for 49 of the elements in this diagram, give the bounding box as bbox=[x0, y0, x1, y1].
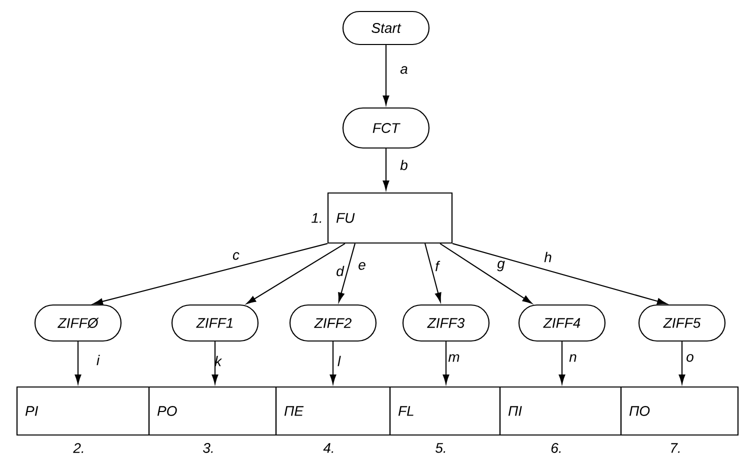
process-box: ПI bbox=[499, 386, 622, 436]
terminal-box: ZIFF3 bbox=[402, 304, 490, 342]
edge-label: m bbox=[448, 354, 460, 362]
step-number: 2. bbox=[73, 443, 84, 453]
arrow bbox=[558, 342, 566, 384]
process-box: FU bbox=[327, 192, 453, 244]
edge-label: c bbox=[232, 252, 240, 260]
edge-label: l bbox=[338, 356, 341, 366]
edge-label: a bbox=[400, 66, 408, 74]
edge-label: g bbox=[497, 260, 505, 272]
edge-label: b bbox=[400, 160, 408, 170]
edge-label: i bbox=[96, 354, 100, 366]
step-number: 6. bbox=[551, 443, 561, 453]
edge-label: n bbox=[569, 354, 576, 362]
terminal-box: ZIFF2 bbox=[289, 304, 377, 342]
arrow bbox=[212, 342, 218, 384]
arrow bbox=[382, 45, 390, 106]
process-box: ПE bbox=[275, 386, 391, 436]
process-box: PI bbox=[16, 386, 150, 436]
arrow bbox=[246, 243, 346, 304]
arrow bbox=[338, 243, 356, 302]
edge-label: d bbox=[336, 266, 344, 276]
edge-label: f bbox=[436, 260, 440, 272]
terminal-box: ZIFF5 bbox=[638, 304, 726, 342]
step-number: 7. bbox=[671, 443, 680, 453]
terminal-box: ZIFFØ bbox=[34, 304, 122, 342]
step-number: 4. bbox=[323, 443, 334, 453]
arrow bbox=[330, 342, 336, 384]
edge-label: o bbox=[686, 354, 694, 362]
terminal-box: ZIFF4 bbox=[518, 304, 606, 342]
arrow bbox=[93, 243, 328, 305]
arrow bbox=[452, 243, 667, 304]
arrow bbox=[442, 342, 450, 384]
arrow bbox=[678, 342, 686, 384]
terminal-box: ZIFF1 bbox=[171, 304, 259, 342]
step-number: 5. bbox=[435, 443, 446, 453]
arrow bbox=[424, 243, 442, 302]
process-box: FL bbox=[389, 386, 501, 436]
edge-label: e bbox=[358, 262, 366, 270]
arrow bbox=[74, 342, 82, 384]
edge-label: h bbox=[544, 252, 552, 262]
process-box: PO bbox=[148, 386, 277, 436]
step-number: 1. bbox=[312, 213, 322, 223]
terminal-box: Start bbox=[342, 10, 430, 46]
process-box: ПO bbox=[620, 386, 739, 436]
terminal-box: FCT bbox=[342, 107, 430, 149]
arrow bbox=[440, 243, 532, 304]
arrow bbox=[382, 148, 390, 190]
step-number: 3. bbox=[203, 443, 213, 453]
